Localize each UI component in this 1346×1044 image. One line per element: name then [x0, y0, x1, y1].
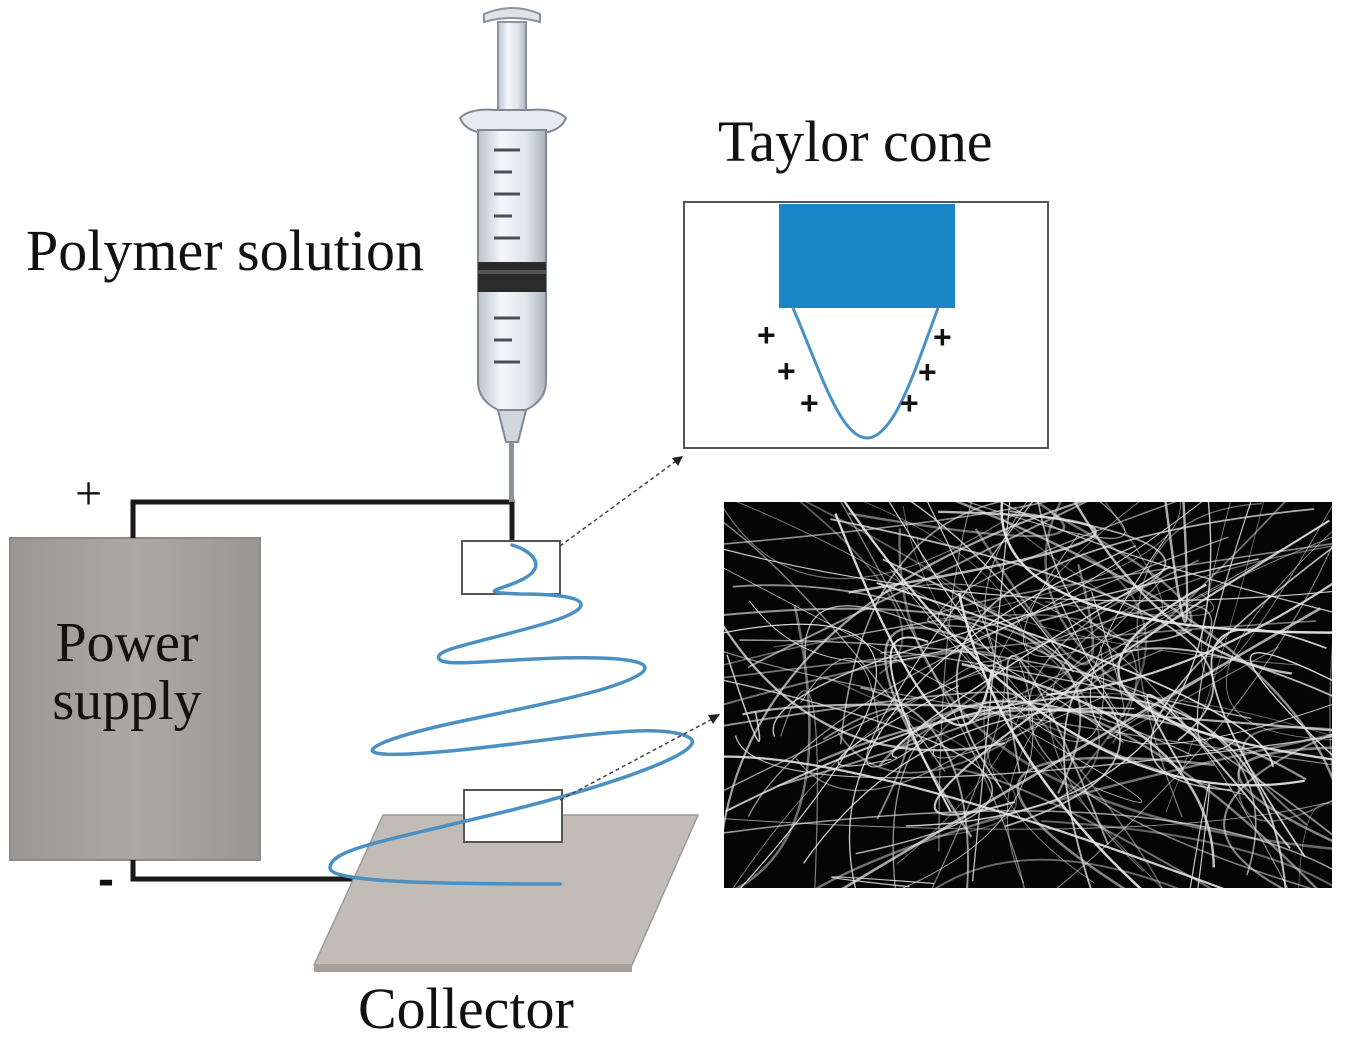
deposition-marker	[464, 790, 562, 842]
zoom-arrow-fiber	[708, 714, 720, 724]
syringe-icon	[460, 8, 566, 502]
polymer-solution-label: Polymer solution	[26, 222, 424, 280]
charge-sign: +	[777, 353, 796, 389]
taylor-cone-label: Taylor cone	[718, 113, 993, 171]
nanofiber-mat-image	[646, 422, 1346, 962]
charge-sign: +	[933, 319, 952, 355]
positive-terminal-label: +	[75, 470, 102, 518]
zoom-line-taylor	[560, 456, 683, 546]
collector-plate-edge	[314, 965, 632, 972]
nozzle-block	[779, 204, 955, 308]
power-supply-label: Power supply	[22, 614, 232, 730]
charge-sign: +	[918, 354, 937, 390]
taylor-cone-inset: ++++++	[684, 202, 1048, 448]
zoom-arrow-taylor	[672, 456, 683, 466]
fiber-strand	[660, 899, 1332, 951]
charge-sign: +	[800, 385, 819, 421]
zoom-line-fiber	[560, 716, 718, 800]
fiber-strand	[819, 446, 1207, 491]
charge-sign: +	[757, 317, 776, 353]
negative-terminal-label: -	[98, 856, 114, 904]
collector-label: Collector	[358, 980, 574, 1038]
charge-sign: +	[900, 385, 919, 421]
fiber-strand	[1330, 450, 1346, 940]
